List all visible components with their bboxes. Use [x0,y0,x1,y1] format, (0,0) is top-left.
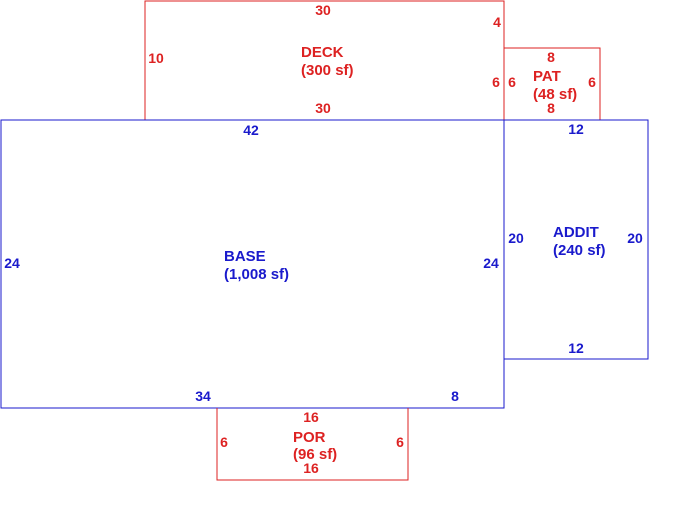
deck-dim-top: 30 [315,2,331,18]
base-dim-bottom-right: 8 [451,388,459,404]
pat-dim-bottom: 8 [547,100,555,116]
pat-area-value: (48 sf) [533,86,577,103]
pat-label: PAT [533,68,561,85]
por-outline [216,408,409,481]
deck-dim-right-lower: 6 [492,74,500,90]
base-area-value: (1,008 sf) [224,266,289,283]
por-label: POR [293,429,326,446]
base-label: BASE [224,248,266,265]
pat-dim-right: 6 [588,74,596,90]
deck-area: 30 30 10 4 6 DECK (300 sf) [144,0,505,120]
deck-dim-right-upper: 4 [493,14,501,30]
por-dim-right: 6 [396,434,404,450]
por-dim-left: 6 [220,434,228,450]
por-area-value: (96 sf) [293,446,337,463]
addit-area-value: (240 sf) [553,242,606,259]
base-area: 42 24 24 34 8 BASE (1,008 sf) [0,119,505,409]
addit-dim-right: 20 [627,230,643,246]
pat-dim-top: 8 [547,49,555,65]
addit-dim-left: 20 [508,230,524,246]
por-dim-bottom: 16 [303,460,319,476]
deck-dim-bottom: 30 [315,100,331,116]
por-dim-top: 16 [303,409,319,425]
deck-dim-left: 10 [148,50,164,66]
addit-outline [504,119,649,360]
base-dim-top: 42 [243,122,259,138]
deck-area-value: (300 sf) [301,62,354,79]
addit-label: ADDIT [553,224,599,241]
base-dim-right: 24 [483,255,499,271]
por-area: 16 16 6 6 POR (96 sf) [216,408,409,481]
addit-dim-bottom: 12 [568,340,584,356]
base-dim-left: 24 [4,255,20,271]
base-dim-bottom-left: 34 [195,388,211,404]
addit-area: 12 12 20 20 ADDIT (240 sf) [504,119,649,360]
pat-outline [504,47,601,120]
base-outline [0,119,505,409]
pat-dim-left: 6 [508,74,516,90]
deck-outline [144,0,505,120]
deck-label: DECK [301,44,344,61]
addit-dim-top: 12 [568,121,584,137]
pat-area: 8 8 6 6 PAT (48 sf) [504,47,601,120]
